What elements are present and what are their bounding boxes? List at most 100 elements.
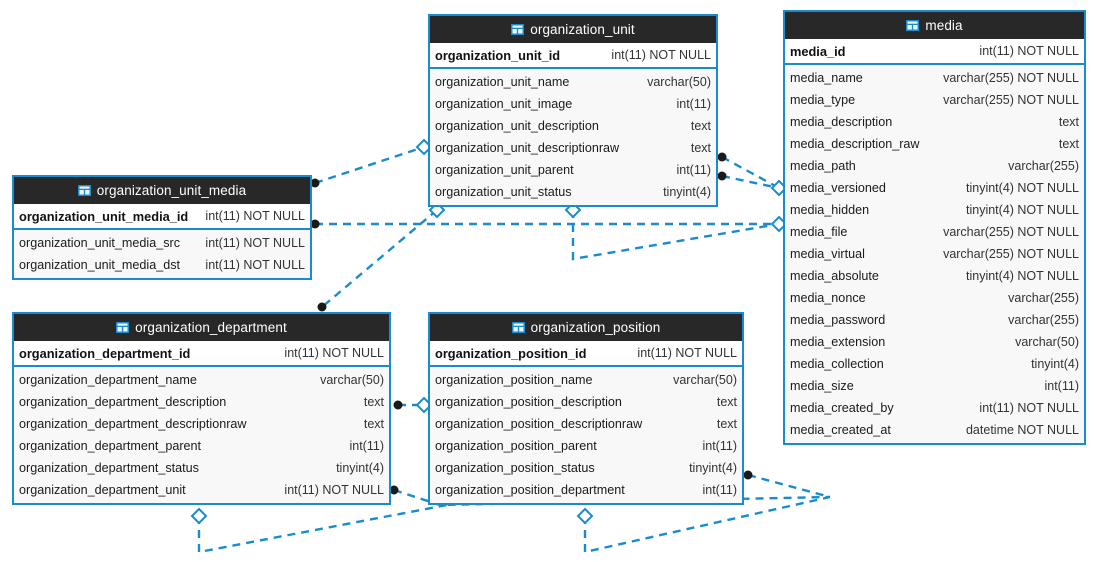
primary-key-row: organization_department_id int(11) NOT N… — [14, 341, 389, 367]
table-icon — [906, 20, 920, 31]
endpoint-dot-oum-bottom — [310, 219, 320, 229]
primary-key-type: int(11) NOT NULL — [205, 209, 305, 223]
field-name: organization_department_name — [19, 373, 197, 387]
field-name: media_extension — [790, 335, 886, 349]
primary-key-name: organization_unit_media_id — [19, 208, 189, 224]
connector-unit-to-department — [321, 209, 438, 308]
field-row[interactable]: media_size int(11) — [785, 375, 1084, 397]
field-row[interactable]: media_path varchar(255) — [785, 155, 1084, 177]
field-type: varchar(255) NOT NULL — [943, 247, 1079, 261]
entity-table-organization_position[interactable]: organization_position organization_posit… — [428, 312, 744, 505]
field-name: media_size — [790, 379, 854, 393]
field-type: int(11) NOT NULL — [205, 236, 305, 250]
table-icon — [511, 322, 525, 333]
field-name: media_type — [790, 93, 856, 107]
primary-key-type: int(11) NOT NULL — [611, 48, 711, 62]
field-name: organization_unit_parent — [435, 163, 574, 177]
field-list: organization_unit_media_src int(11) NOT N… — [14, 230, 310, 278]
field-type: tinyint(4) NOT NULL — [966, 181, 1079, 195]
primary-key-name: organization_position_id — [435, 345, 587, 361]
entity-title: organization_unit_media — [96, 183, 247, 198]
field-row[interactable]: media_extension varchar(50) — [785, 331, 1084, 353]
field-type: int(11) NOT NULL — [284, 483, 384, 497]
field-type: text — [716, 417, 737, 431]
endpoint-dot-unit-right-b — [717, 171, 727, 181]
field-type: varchar(255) NOT NULL — [943, 225, 1079, 239]
field-name: organization_unit_description — [435, 119, 599, 133]
entity-table-organization_unit_media[interactable]: organization_unit_media organization_uni… — [12, 175, 312, 280]
primary-key-row: media_id int(11) NOT NULL — [785, 39, 1084, 65]
entity-table-organization_unit[interactable]: organization_unit organization_unit_id i… — [428, 14, 718, 207]
field-name: organization_unit_descriptionraw — [435, 141, 620, 155]
field-type: varchar(50) — [1015, 335, 1079, 349]
field-row[interactable]: organization_unit_image int(11) — [430, 93, 716, 115]
entity-header: media — [785, 12, 1084, 39]
field-type: tinyint(4) — [1031, 357, 1079, 371]
entity-header: organization_unit — [430, 16, 716, 43]
field-type: text — [690, 141, 711, 155]
connector-department-self-parent — [197, 503, 448, 554]
entity-table-media[interactable]: media media_id int(11) NOT NULL media_na… — [783, 10, 1086, 445]
field-row[interactable]: organization_unit_media_src int(11) NOT N… — [14, 232, 310, 254]
entity-header: organization_department — [14, 314, 389, 341]
field-name: media_path — [790, 159, 856, 173]
field-name: organization_unit_media_src — [19, 236, 181, 250]
field-type: int(11) NOT NULL — [979, 401, 1079, 415]
field-name: organization_unit_media_dst — [19, 258, 181, 272]
field-type: varchar(255) — [1008, 291, 1079, 305]
field-type: varchar(255) — [1008, 159, 1079, 173]
field-type: int(11) — [1044, 379, 1079, 393]
field-type: int(11) — [676, 97, 711, 111]
field-row[interactable]: media_created_by int(11) NOT NULL — [785, 397, 1084, 419]
field-name: organization_position_department — [435, 483, 625, 497]
field-name: organization_unit_image — [435, 97, 573, 111]
field-name: media_description_raw — [790, 137, 920, 151]
field-row[interactable]: media_virtual varchar(255) NOT NULL — [785, 243, 1084, 265]
table-icon — [77, 185, 91, 196]
endpoint-diamond-position-bottom — [576, 507, 594, 525]
field-row[interactable]: media_description_raw text — [785, 133, 1084, 155]
primary-key-row: organization_unit_id int(11) NOT NULL — [430, 43, 716, 69]
entity-table-organization_department[interactable]: organization_department organization_dep… — [12, 312, 391, 505]
primary-key-type: int(11) NOT NULL — [284, 346, 384, 360]
field-row[interactable]: organization_unit_descriptionraw text — [430, 137, 716, 159]
table-icon — [116, 322, 130, 333]
field-name: media_name — [790, 71, 863, 85]
field-type: text — [363, 417, 384, 431]
primary-key-type: int(11) NOT NULL — [979, 44, 1079, 58]
entity-title: organization_position — [530, 320, 661, 335]
field-name: media_virtual — [790, 247, 865, 261]
field-name: media_created_by — [790, 401, 894, 415]
field-type: text — [1058, 137, 1079, 151]
